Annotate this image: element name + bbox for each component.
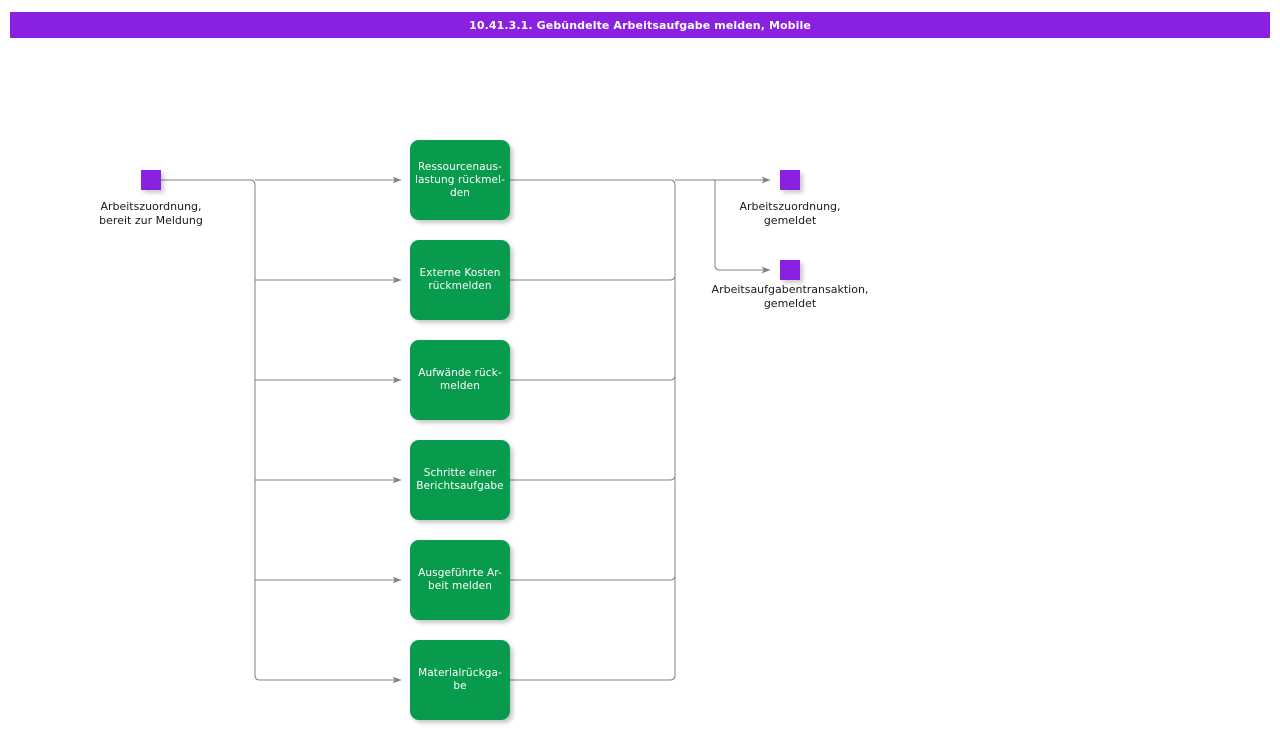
- process-label: Ressourcenaus- lastung rückmel- den: [414, 160, 506, 199]
- process-box-materialrueckgabe[interactable]: Materialrückga- be: [410, 640, 510, 720]
- end-state-label-arbeitsaufgabentransaktion: Arbeitsaufgabentransaktion, gemeldet: [711, 283, 869, 310]
- start-state-node[interactable]: [141, 170, 161, 190]
- end-state-label-arbeitszuordnung: Arbeitszuordnung, gemeldet: [739, 200, 841, 227]
- output-connectors: [675, 176, 771, 274]
- process-box-aufwaende[interactable]: Aufwände rück- melden: [410, 340, 510, 420]
- process-box-ausgefuehrte-arbeit[interactable]: Ausgeführte Ar- beit melden: [410, 540, 510, 620]
- process-label: Externe Kosten rückmelden: [419, 267, 501, 292]
- process-box-externe-kosten[interactable]: Externe Kosten rückmelden: [410, 240, 510, 320]
- end-state-node-arbeitszuordnung[interactable]: [780, 170, 800, 190]
- process-label: Schritte einer Berichtsaufgabe: [416, 467, 504, 492]
- start-state-label: Arbeitszuordnung, bereit zur Meldung: [99, 200, 203, 227]
- page-title-bar: 10.41.3.1. Gebündelte Arbeitsaufgabe mel…: [10, 12, 1270, 38]
- process-label: Materialrückga- be: [418, 667, 502, 692]
- process-box-schritte-berichtsaufgabe[interactable]: Schritte einer Berichtsaufgabe: [410, 440, 510, 520]
- left-fan-connectors: [161, 176, 402, 684]
- process-label: Aufwände rück- melden: [418, 367, 502, 392]
- page-title: 10.41.3.1. Gebündelte Arbeitsaufgabe mel…: [469, 18, 811, 32]
- process-label: Ausgeführte Ar- beit melden: [418, 567, 502, 592]
- process-box-ressourcenauslastung[interactable]: Ressourcenaus- lastung rückmel- den: [410, 140, 510, 220]
- right-merge-connectors: [510, 179, 676, 681]
- end-state-node-arbeitsaufgabentransaktion[interactable]: [780, 260, 800, 280]
